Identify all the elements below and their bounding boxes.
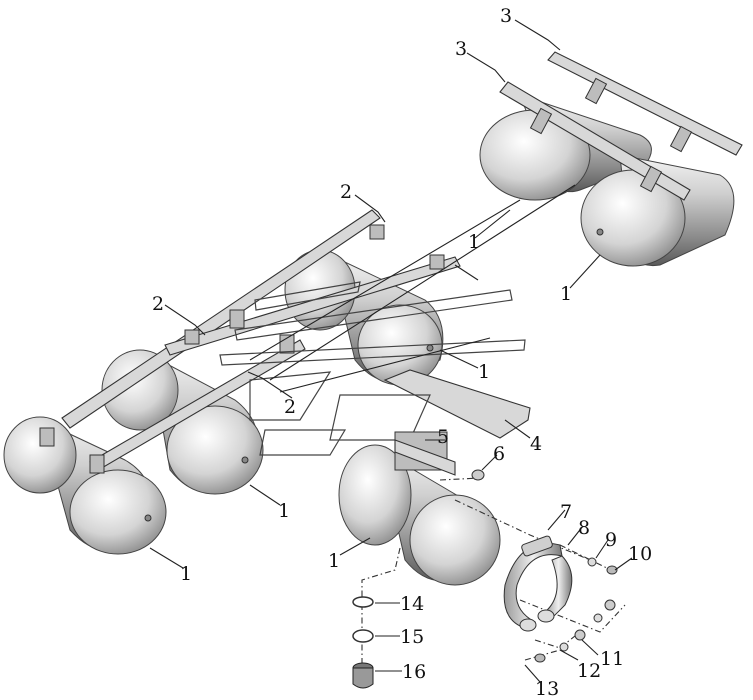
strap-bracket bbox=[184, 329, 200, 345]
callout-12: 12 bbox=[577, 660, 601, 682]
callout-2-lower: 2 bbox=[284, 396, 296, 418]
callout-6: 6 bbox=[493, 443, 505, 465]
callout-5: 5 bbox=[437, 426, 449, 448]
support-bar-upper bbox=[547, 51, 743, 156]
air-tank-exploded bbox=[338, 431, 501, 586]
tank-port-icon bbox=[596, 228, 604, 236]
air-tank-left-back bbox=[101, 349, 264, 495]
tank-strap-upper bbox=[61, 209, 381, 429]
clamp-band bbox=[503, 535, 573, 632]
callout-2-upper: 2 bbox=[340, 181, 352, 203]
callout-1-top-front: 1 bbox=[560, 283, 572, 305]
bar-bracket bbox=[639, 165, 663, 193]
callout-16: 16 bbox=[402, 661, 426, 683]
bolt-icon bbox=[534, 653, 546, 663]
callout-11: 11 bbox=[600, 648, 624, 670]
tank-strap-middle bbox=[164, 256, 461, 356]
bolt-icon bbox=[606, 565, 618, 575]
callout-14: 14 bbox=[400, 593, 424, 615]
callout-8: 8 bbox=[578, 517, 590, 539]
washer-icon bbox=[593, 613, 603, 623]
callout-4: 4 bbox=[530, 433, 542, 455]
callout-9: 9 bbox=[605, 529, 617, 551]
nut-icon bbox=[574, 629, 586, 641]
callout-1-top-back: 1 bbox=[468, 231, 480, 253]
callout-1-exploded: 1 bbox=[328, 550, 340, 572]
tank-mount-plate bbox=[394, 439, 456, 476]
strap-bracket bbox=[429, 254, 445, 270]
washer-icon bbox=[559, 642, 569, 652]
tank-port-icon bbox=[241, 456, 249, 464]
callout-3-lower: 3 bbox=[455, 38, 467, 60]
tank-group-top-right bbox=[479, 51, 743, 267]
callout-labels: 3 3 2 2 2 1 1 1 1 1 1 4 5 6 7 8 9 10 11 … bbox=[152, 5, 652, 700]
fasteners bbox=[471, 469, 618, 663]
strap-bracket bbox=[369, 224, 385, 240]
seal-ring bbox=[352, 629, 374, 643]
bar-bracket bbox=[584, 77, 608, 105]
air-tank-left-front bbox=[3, 416, 167, 555]
callout-15: 15 bbox=[400, 626, 424, 648]
callout-1-left-front: 1 bbox=[180, 563, 192, 585]
strap-bracket bbox=[279, 334, 295, 354]
clamp-pad bbox=[521, 535, 553, 557]
callout-10: 10 bbox=[628, 543, 652, 565]
bar-bracket bbox=[529, 107, 553, 135]
drain-valve bbox=[352, 662, 374, 689]
strap-bracket bbox=[39, 427, 55, 447]
bar-bracket bbox=[669, 125, 693, 153]
tank-port-icon bbox=[144, 514, 152, 522]
tank-port-icon bbox=[426, 344, 434, 352]
callout-1-left-back: 1 bbox=[278, 500, 290, 522]
callout-2-middle: 2 bbox=[152, 293, 164, 315]
washer-icon bbox=[587, 557, 597, 567]
leader-lines bbox=[149, 19, 633, 683]
nut-icon bbox=[604, 599, 616, 611]
strap-bracket bbox=[229, 309, 245, 329]
gasket-ring bbox=[352, 596, 374, 608]
callout-13: 13 bbox=[535, 678, 559, 700]
callout-7: 7 bbox=[560, 501, 572, 523]
strap-bracket bbox=[89, 454, 105, 474]
mounting-strip bbox=[383, 369, 531, 439]
nut-icon bbox=[471, 469, 485, 481]
callout-1-middle: 1 bbox=[478, 361, 490, 383]
callout-3-upper: 3 bbox=[500, 5, 512, 27]
